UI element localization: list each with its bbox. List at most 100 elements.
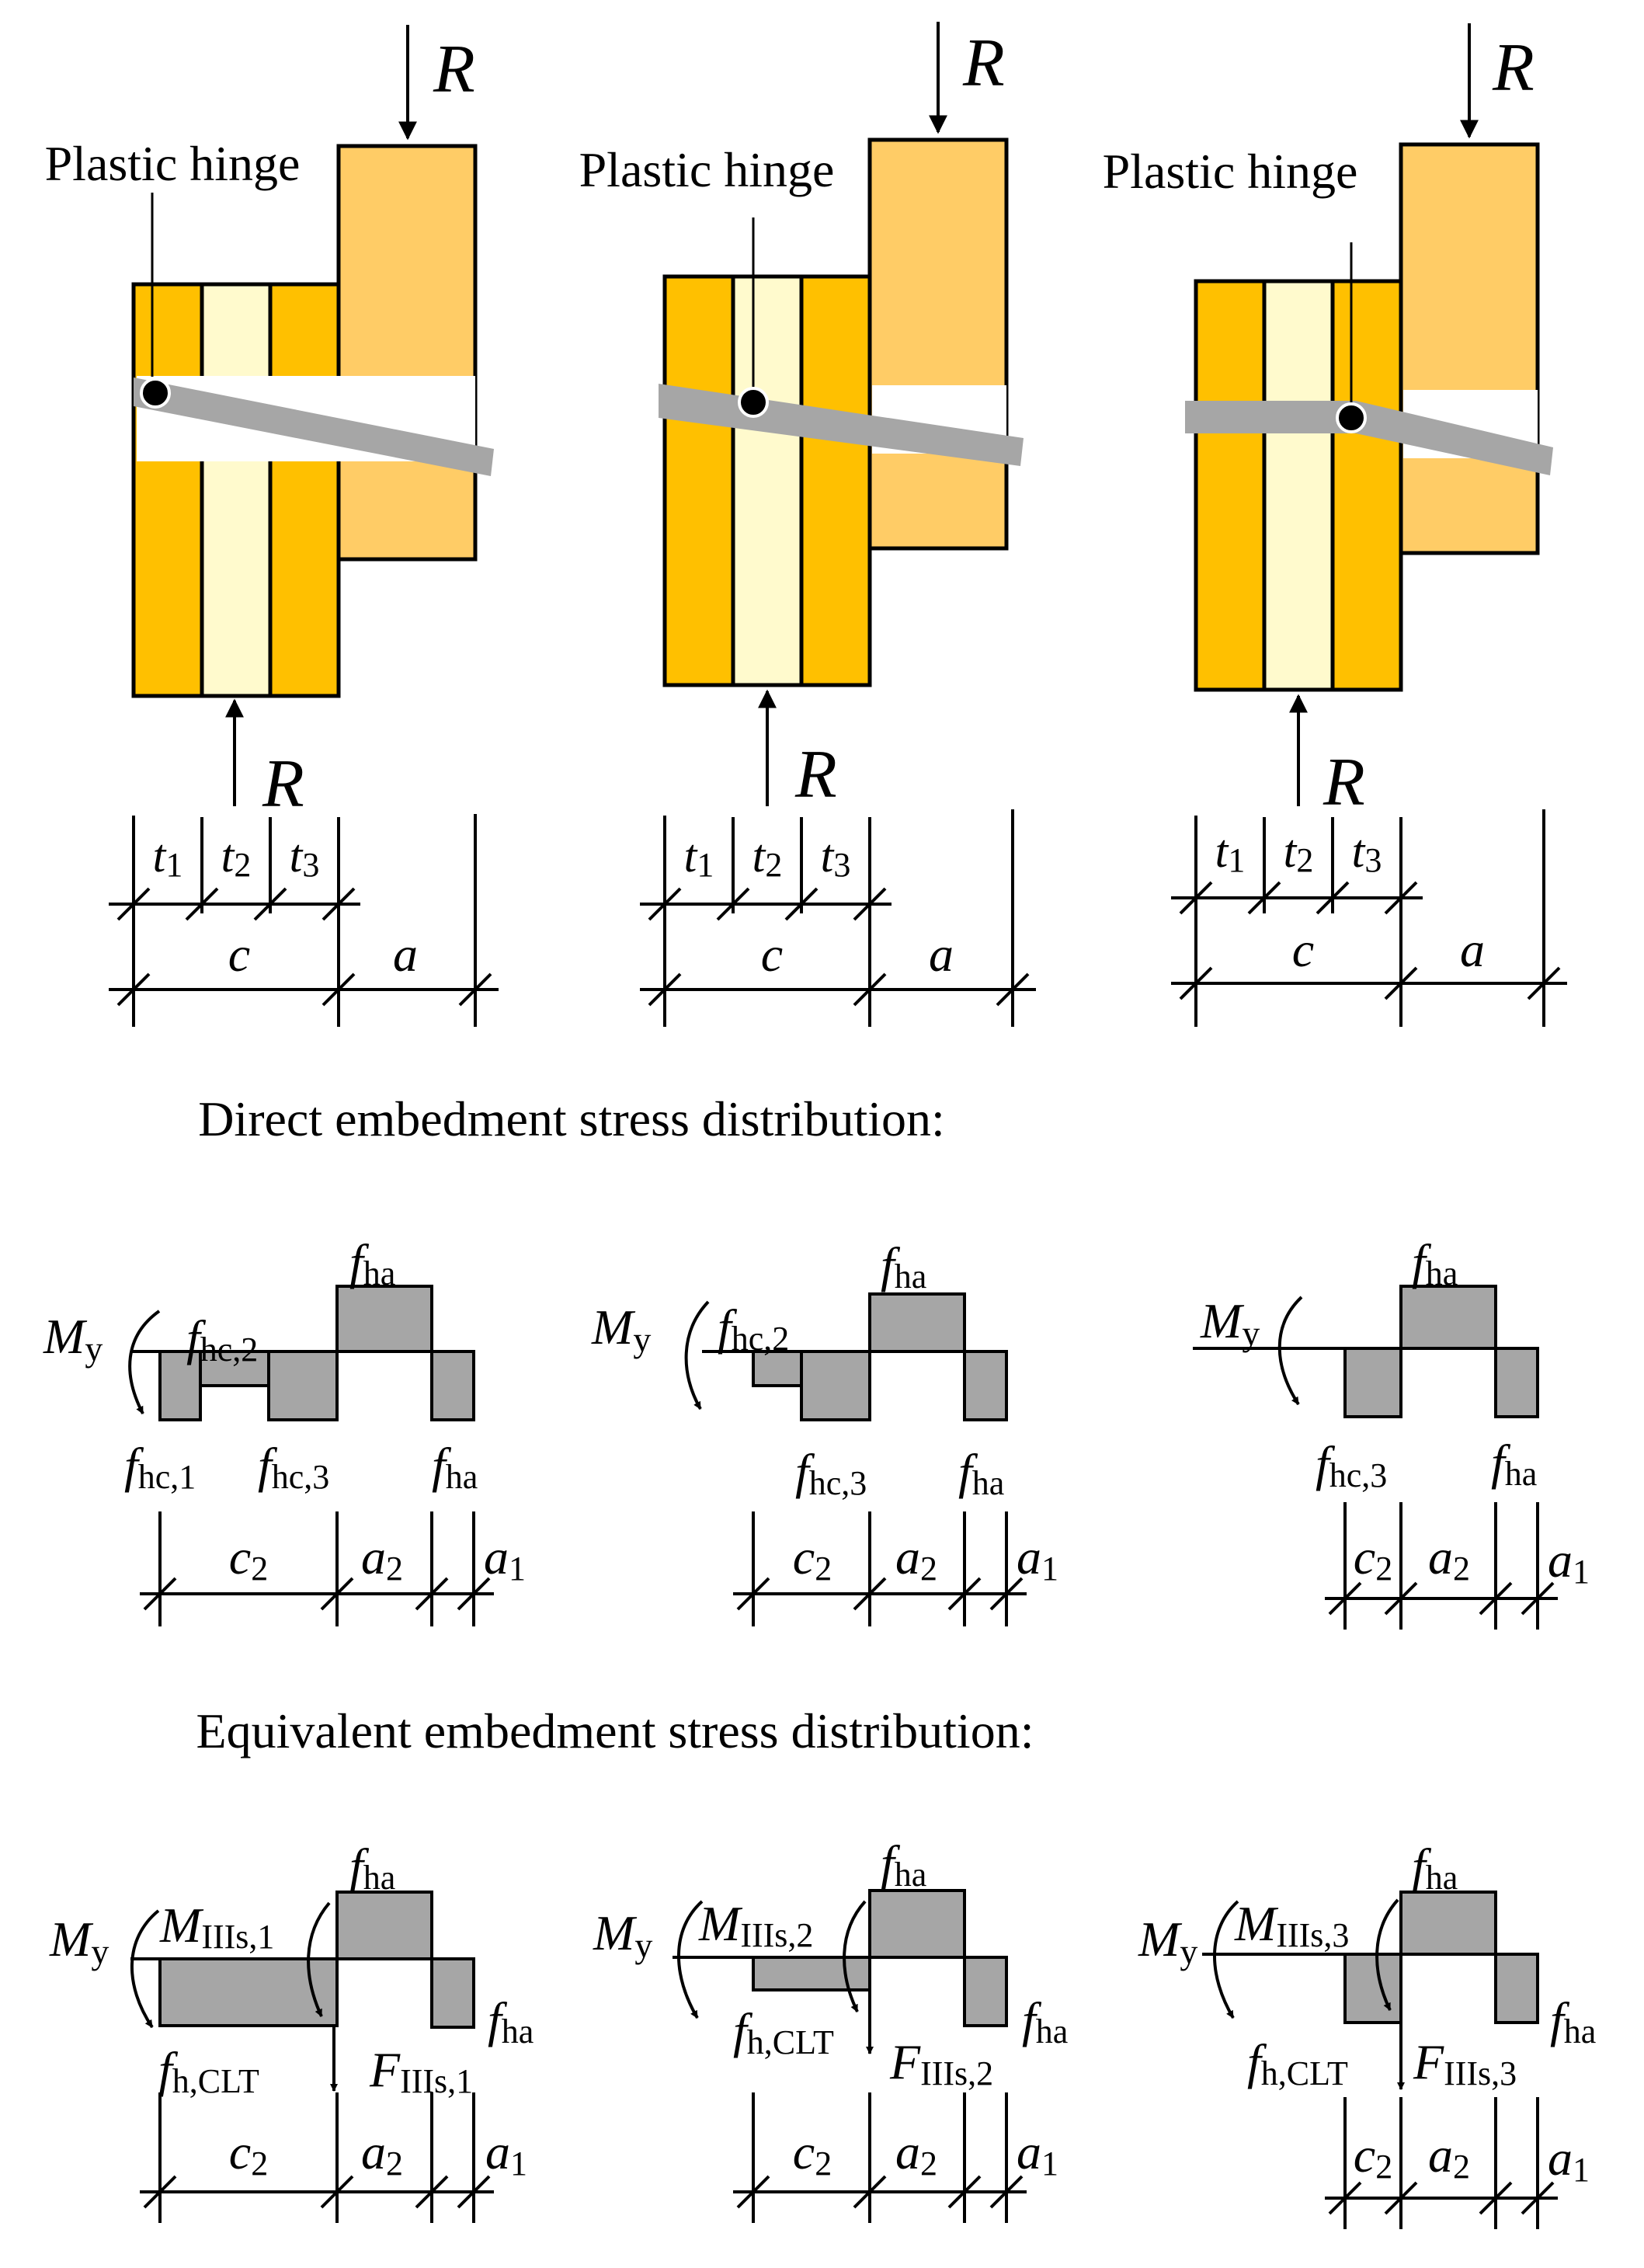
stress-block-fha-top xyxy=(1399,1891,1497,1956)
a2-label: a2 xyxy=(895,2124,937,2183)
fhclt-label: fh,CLT xyxy=(733,2003,834,2061)
clt-layer-3 xyxy=(799,274,872,687)
a1-label: a1 xyxy=(1017,2124,1058,2183)
load-label-top: R xyxy=(962,26,1005,101)
fha-label-right: fha xyxy=(1550,1992,1596,2051)
direct-stress-panel-1: My fhc,2 fha fhc,1 fhc,3 fha c2 a2 a1 xyxy=(43,1234,526,1626)
connection-panel-2: Plastic hinge R R t1 t2 t3 c a xyxy=(579,22,1036,1027)
c2-label: c2 xyxy=(1354,2127,1392,2186)
t1-label: t1 xyxy=(153,830,183,884)
plastic-hinge-dot xyxy=(738,387,769,418)
t2-label: t2 xyxy=(221,830,252,884)
my-label: My xyxy=(593,1905,652,1965)
fhc3-label: fhc,3 xyxy=(795,1444,867,1502)
side-member xyxy=(336,144,478,562)
dimension-lines xyxy=(1171,809,1567,1027)
load-label-bottom: R xyxy=(1322,745,1365,820)
stress-block-fhc3 xyxy=(800,1350,871,1421)
fhc3-label: fhc,3 xyxy=(1316,1436,1387,1494)
stress-block-fha-bottom xyxy=(1494,1953,1539,2024)
dowel-fastener xyxy=(134,377,494,476)
c-label: c xyxy=(1292,922,1314,977)
fha-label-top: fha xyxy=(349,1234,395,1292)
t3-label: t3 xyxy=(1352,826,1382,879)
a1-label: a1 xyxy=(1548,1532,1590,1591)
my-label: My xyxy=(1200,1293,1260,1353)
fha-label-right: fha xyxy=(1022,1992,1068,2051)
fha-label-right: fha xyxy=(488,1992,534,2051)
a-label: a xyxy=(1460,922,1485,977)
fha-label-top: fha xyxy=(1412,1838,1458,1897)
side-member xyxy=(1399,142,1540,555)
clt-layer-1 xyxy=(662,274,735,687)
direct-stress-panel-2: My fhc,2 fha fhc,3 fha c2 a2 a1 xyxy=(591,1237,1058,1626)
stress-block-fha-top xyxy=(335,1891,433,1960)
moment-arrow-my xyxy=(1213,1900,1239,2019)
moment-arrow-my xyxy=(684,1300,710,1410)
a-label: a xyxy=(929,927,954,982)
a1-label: a1 xyxy=(1017,1529,1058,1588)
moment-arrow-miiis xyxy=(843,1900,867,2012)
moment-arrow-my xyxy=(130,1909,160,2029)
t1-label: t1 xyxy=(1215,826,1246,879)
stress-block-fhc1 xyxy=(158,1350,202,1421)
equivalent-stress-panel-1: My MIIIs,1 fha fha fh,CLT FIIIs,1 c2 a2 … xyxy=(49,1838,534,2223)
clt-layer-2 xyxy=(200,282,273,698)
load-label-bottom: R xyxy=(262,746,304,822)
c-label: c xyxy=(228,927,250,982)
a1-label: a1 xyxy=(484,1529,526,1588)
dimension-lines xyxy=(733,2092,1027,2223)
c2-label: c2 xyxy=(793,1529,832,1588)
stress-block-fha-bottom xyxy=(430,1957,475,2029)
a2-label: a2 xyxy=(1428,2127,1470,2186)
fha-label-bottom: fha xyxy=(432,1438,478,1496)
side-member xyxy=(867,137,1009,551)
plastic-hinge-label: Plastic hinge xyxy=(45,136,301,191)
connection-panel-3: Plastic hinge R R t1 t2 t3 c a xyxy=(1103,23,1567,1027)
clt-layer-2 xyxy=(731,274,804,687)
stress-block-fhclt xyxy=(752,1956,871,1991)
c-label: c xyxy=(761,927,783,982)
my-label: My xyxy=(43,1309,103,1369)
t3-label: t3 xyxy=(290,830,320,884)
fiiis3-label: FIIIs,3 xyxy=(1413,2034,1517,2092)
plastic-hinge-dot xyxy=(140,377,171,409)
miiis1-label: MIIIs,1 xyxy=(159,1898,274,1956)
fha-label-bottom: fha xyxy=(1491,1435,1537,1493)
stress-block-fha-bottom xyxy=(1494,1347,1539,1418)
connection-panel-1: Plastic hinge R R t1 t2 t3 c a xyxy=(45,25,499,1027)
a2-label: a2 xyxy=(1428,1529,1470,1588)
clt-layer-1 xyxy=(1194,279,1267,692)
stress-block-fhc3 xyxy=(267,1350,339,1421)
clt-layer-3 xyxy=(268,282,341,698)
dimension-lines xyxy=(140,1511,494,1626)
t1-label: t1 xyxy=(684,830,714,884)
moment-arrow-my xyxy=(1277,1296,1303,1406)
fhc1-label: fhc,1 xyxy=(124,1438,196,1496)
a2-label: a2 xyxy=(361,2124,403,2183)
fhc2-label: fhc,2 xyxy=(186,1310,258,1369)
fhclt-label: fh,CLT xyxy=(158,2042,259,2100)
dimension-lines xyxy=(733,1511,1027,1626)
a1-label: a1 xyxy=(485,2124,527,2183)
a2-label: a2 xyxy=(895,1529,937,1588)
c2-label: c2 xyxy=(229,2124,268,2183)
stress-block-fha-top xyxy=(868,1889,966,1959)
my-label: My xyxy=(1138,1911,1197,1971)
clt-layer-3 xyxy=(1330,279,1403,692)
stress-block-fha-bottom xyxy=(963,1956,1008,2027)
plastic-hinge-label: Plastic hinge xyxy=(1103,144,1358,199)
stress-block-fhclt xyxy=(158,1957,339,2027)
stress-block-fhc2 xyxy=(752,1350,803,1387)
load-label-bottom: R xyxy=(794,737,837,812)
heading-equivalent: Equivalent embedment stress distribution… xyxy=(196,1703,1034,1758)
plastic-hinge-dot xyxy=(1336,402,1367,433)
miiis3-label: MIIIs,3 xyxy=(1234,1896,1349,1954)
c2-label: c2 xyxy=(793,2124,832,2183)
dimension-lines xyxy=(109,814,499,1027)
moment-arrow-my xyxy=(128,1310,161,1414)
fhclt-label: fh,CLT xyxy=(1247,2034,1348,2092)
fha-label-bottom: fha xyxy=(958,1444,1004,1502)
c2-label: c2 xyxy=(229,1529,268,1588)
